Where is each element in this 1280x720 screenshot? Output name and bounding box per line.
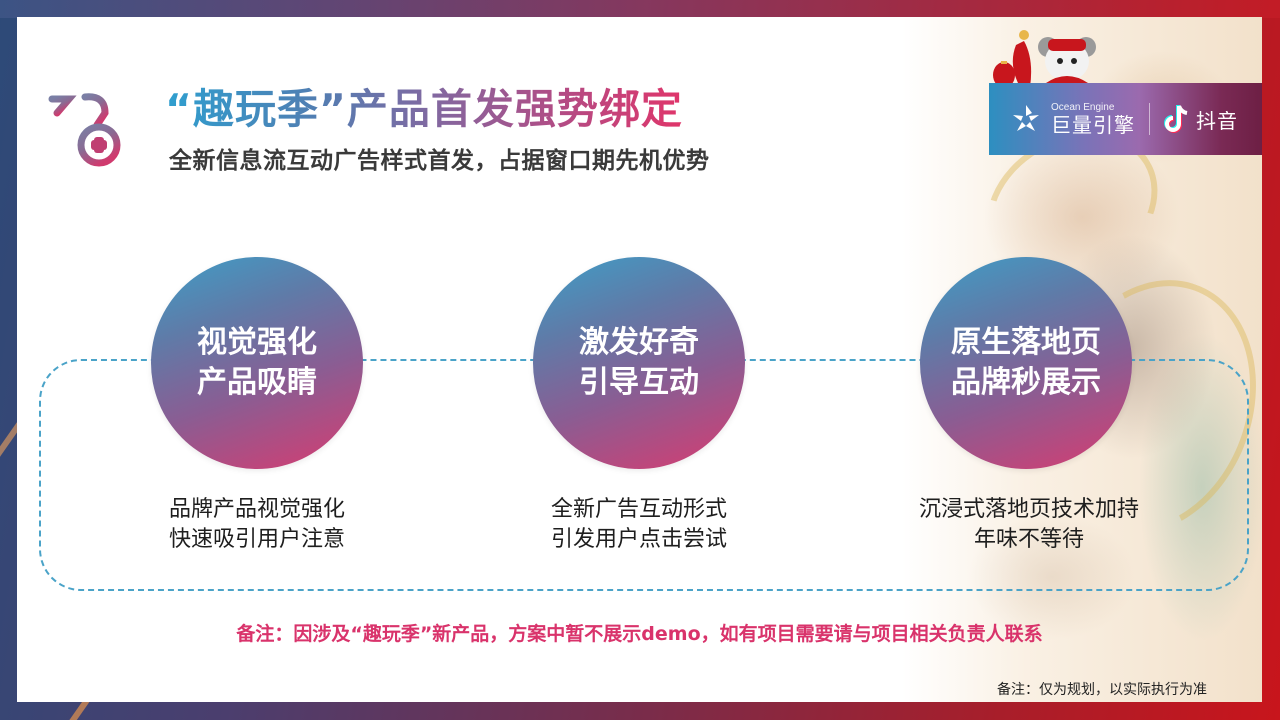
ocean-engine-en-label: Ocean Engine bbox=[1051, 102, 1115, 113]
feature-circle-line: 视觉强化 bbox=[197, 325, 317, 360]
douyin-label: 抖音 bbox=[1196, 108, 1238, 133]
douyin-logo-icon bbox=[1164, 105, 1188, 133]
ocean-engine-logo-icon bbox=[1013, 105, 1039, 131]
feature-desc-line: 引发用户点击尝试 bbox=[550, 527, 727, 552]
feature-desc-line: 年味不等待 bbox=[973, 527, 1084, 552]
fu-character-logo-icon bbox=[48, 79, 121, 169]
feature-description-landing-page: 沉浸式落地页技术加持 年味不等待 bbox=[869, 495, 1189, 555]
feature-desc-line: 沉浸式落地页技术加持 bbox=[918, 497, 1139, 522]
feature-desc-line: 全新广告互动形式 bbox=[550, 497, 727, 522]
feature-description-visual: 品牌产品视觉强化 快速吸引用户注意 bbox=[97, 495, 417, 555]
footnote: 备注：仅为规划，以实际执行为准 bbox=[997, 682, 1207, 698]
mouse-mascot-illustration-icon bbox=[993, 30, 1096, 95]
feature-circle-landing-page: 原生落地页 品牌秒展示 bbox=[920, 257, 1132, 469]
background-top-band bbox=[0, 0, 1280, 18]
feature-circle-line: 品牌秒展示 bbox=[951, 365, 1101, 400]
feature-circle-line: 原生落地页 bbox=[951, 325, 1101, 360]
brand-bar: Ocean Engine 巨量引擎 抖音 bbox=[989, 83, 1262, 155]
remark-note: 备注：因涉及“趣玩季”新产品，方案中暂不展示demo，如有项目需要请与项目相关负… bbox=[236, 623, 1043, 645]
page-title: “趣玩季”产品首发强势绑定 bbox=[165, 85, 683, 133]
feature-circle-line: 激发好奇 bbox=[579, 325, 699, 360]
feature-circle-visual: 视觉强化 产品吸睛 bbox=[151, 257, 363, 469]
slide-panel: “趣玩季”产品首发强势绑定 全新信息流互动广告样式首发，占据窗口期先机优势 Oc… bbox=[17, 17, 1262, 702]
feature-circle-line: 引导互动 bbox=[579, 365, 699, 400]
feature-circle-interaction: 激发好奇 引导互动 bbox=[533, 257, 745, 469]
feature-description-interaction: 全新广告互动形式 引发用户点击尝试 bbox=[479, 495, 799, 555]
feature-circle-line: 产品吸睛 bbox=[197, 365, 317, 400]
brand-divider bbox=[1149, 103, 1150, 135]
ocean-engine-cn-label: 巨量引擎 bbox=[1051, 113, 1135, 137]
feature-desc-line: 快速吸引用户注意 bbox=[168, 527, 345, 552]
feature-desc-line: 品牌产品视觉强化 bbox=[168, 497, 345, 522]
page-subtitle: 全新信息流互动广告样式首发，占据窗口期先机优势 bbox=[169, 148, 710, 174]
